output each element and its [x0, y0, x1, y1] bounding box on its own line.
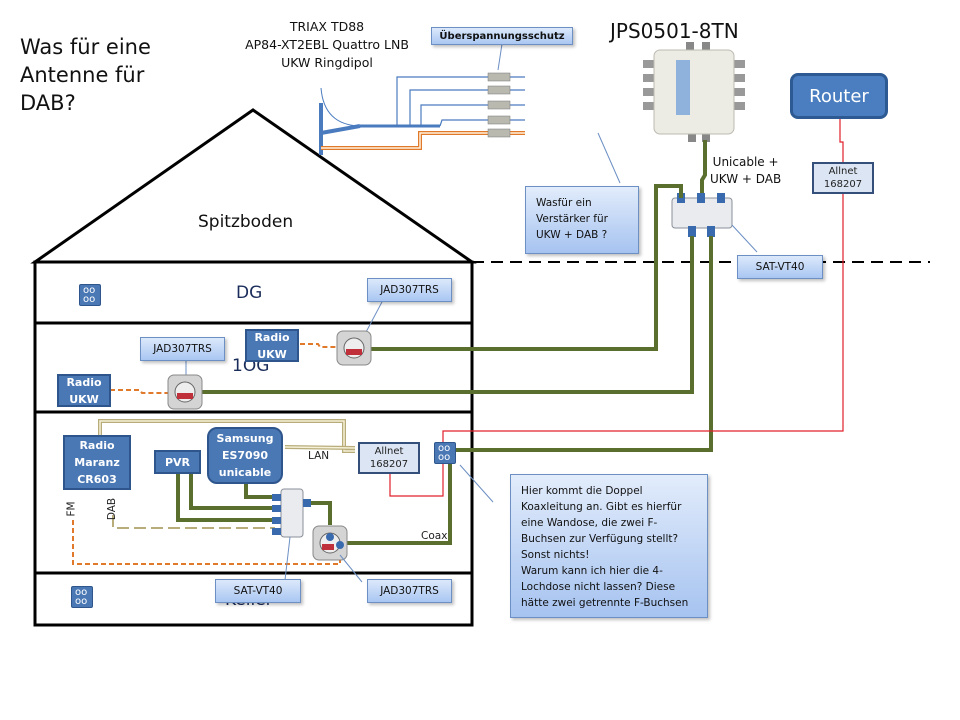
lan-label: LAN — [308, 450, 330, 462]
tv-socket-dg — [336, 330, 372, 366]
allnet-adapter-eg: Allnet 168207 — [358, 442, 420, 474]
lnb-line-2 — [409, 89, 525, 126]
allnet-adapter-top: Allnet 168207 — [812, 162, 874, 194]
coax-splitter-to-socket — [309, 501, 332, 525]
samsung-tv: Samsung ES7090 unicable — [207, 427, 283, 484]
lan-cable-radio-inner — [99, 420, 355, 452]
og-radio-ukw-2: Radio UKW — [57, 374, 111, 407]
question-heading: Was für eine Antenne für DAB? — [20, 35, 151, 115]
ukw-cable-og-radio — [110, 389, 172, 394]
splitter-top-device — [671, 193, 733, 237]
lan-cable-tv-inner — [284, 446, 356, 449]
og-radio-ukw-1: Radio UKW — [245, 329, 299, 362]
coax-multiswitch-to-splitter — [700, 140, 707, 205]
floor-label-dg: DG — [236, 283, 263, 303]
ukw-antenna-cable-inner — [321, 132, 525, 149]
antenna-dish-curve — [320, 87, 361, 127]
multiswitch-device — [643, 42, 745, 142]
og-socket-label: JAD307TRS — [140, 337, 225, 361]
tv-socket-og — [167, 374, 203, 410]
lnb-line-1 — [396, 76, 525, 126]
dab-label: DAB — [106, 497, 119, 521]
ukw-cable-dg-radio — [300, 343, 338, 348]
coax-tv-to-splitter — [244, 483, 275, 499]
surge-protectors — [487, 72, 511, 138]
dg-socket-label: JAD307TRS — [367, 278, 452, 302]
ethernet-router-line — [389, 119, 844, 497]
amplifier-callout-pointer — [597, 132, 621, 184]
coax-label: Coax — [421, 530, 448, 542]
eg-socket-label: JAD307TRS — [367, 579, 452, 603]
pvr-device: PVR — [154, 450, 201, 474]
coax-to-og — [185, 236, 694, 394]
house-body — [33, 260, 474, 627]
splitter-eg-device — [272, 488, 311, 538]
socket-eg-pointer — [339, 554, 363, 583]
question-note: Hier kommt die Doppel Koaxleitung an. Gi… — [510, 474, 708, 618]
amplifier-question-callout: Wasfür ein Verstärker für UKW + DAB ? — [525, 186, 639, 254]
dab-cable — [112, 515, 275, 529]
multiswitch-output-label: Unicable + UKW + DAB — [710, 155, 782, 186]
floor-label-spitzboden: Spitzboden — [198, 212, 294, 232]
coax-pvr-1 — [189, 474, 272, 510]
antenna-boom — [320, 124, 361, 135]
antenna-title: TRIAX TD88 AP84-XT2EBL Quattro LNB UKW R… — [245, 19, 409, 70]
splitter-eg-pointer — [284, 536, 291, 581]
radio-marantz: Radio Maranz CR603 — [63, 435, 131, 490]
router: Router — [790, 73, 888, 119]
splitter-top-label: SAT-VT40 — [737, 255, 823, 279]
house-roof — [30, 108, 477, 264]
fm-label: FM — [65, 501, 78, 517]
multiswitch-title: JPS0501-8TN — [610, 19, 739, 43]
surge-callout-pointer — [497, 43, 503, 71]
coax-pvr-2 — [176, 474, 272, 522]
note-pointer — [459, 464, 494, 503]
surge-protection-label: Überspannungsschutz — [431, 27, 573, 45]
coax-to-dg — [370, 184, 683, 351]
splitter-top-pointer — [731, 224, 758, 253]
lnb-line-4 — [439, 119, 525, 127]
tv-socket-eg — [312, 525, 348, 561]
dg-socket-pointer — [364, 299, 384, 335]
splitter-eg-label: SAT-VT40 — [215, 579, 301, 603]
coax-to-eg — [452, 236, 713, 452]
coax-socket-to-wall — [347, 462, 452, 545]
